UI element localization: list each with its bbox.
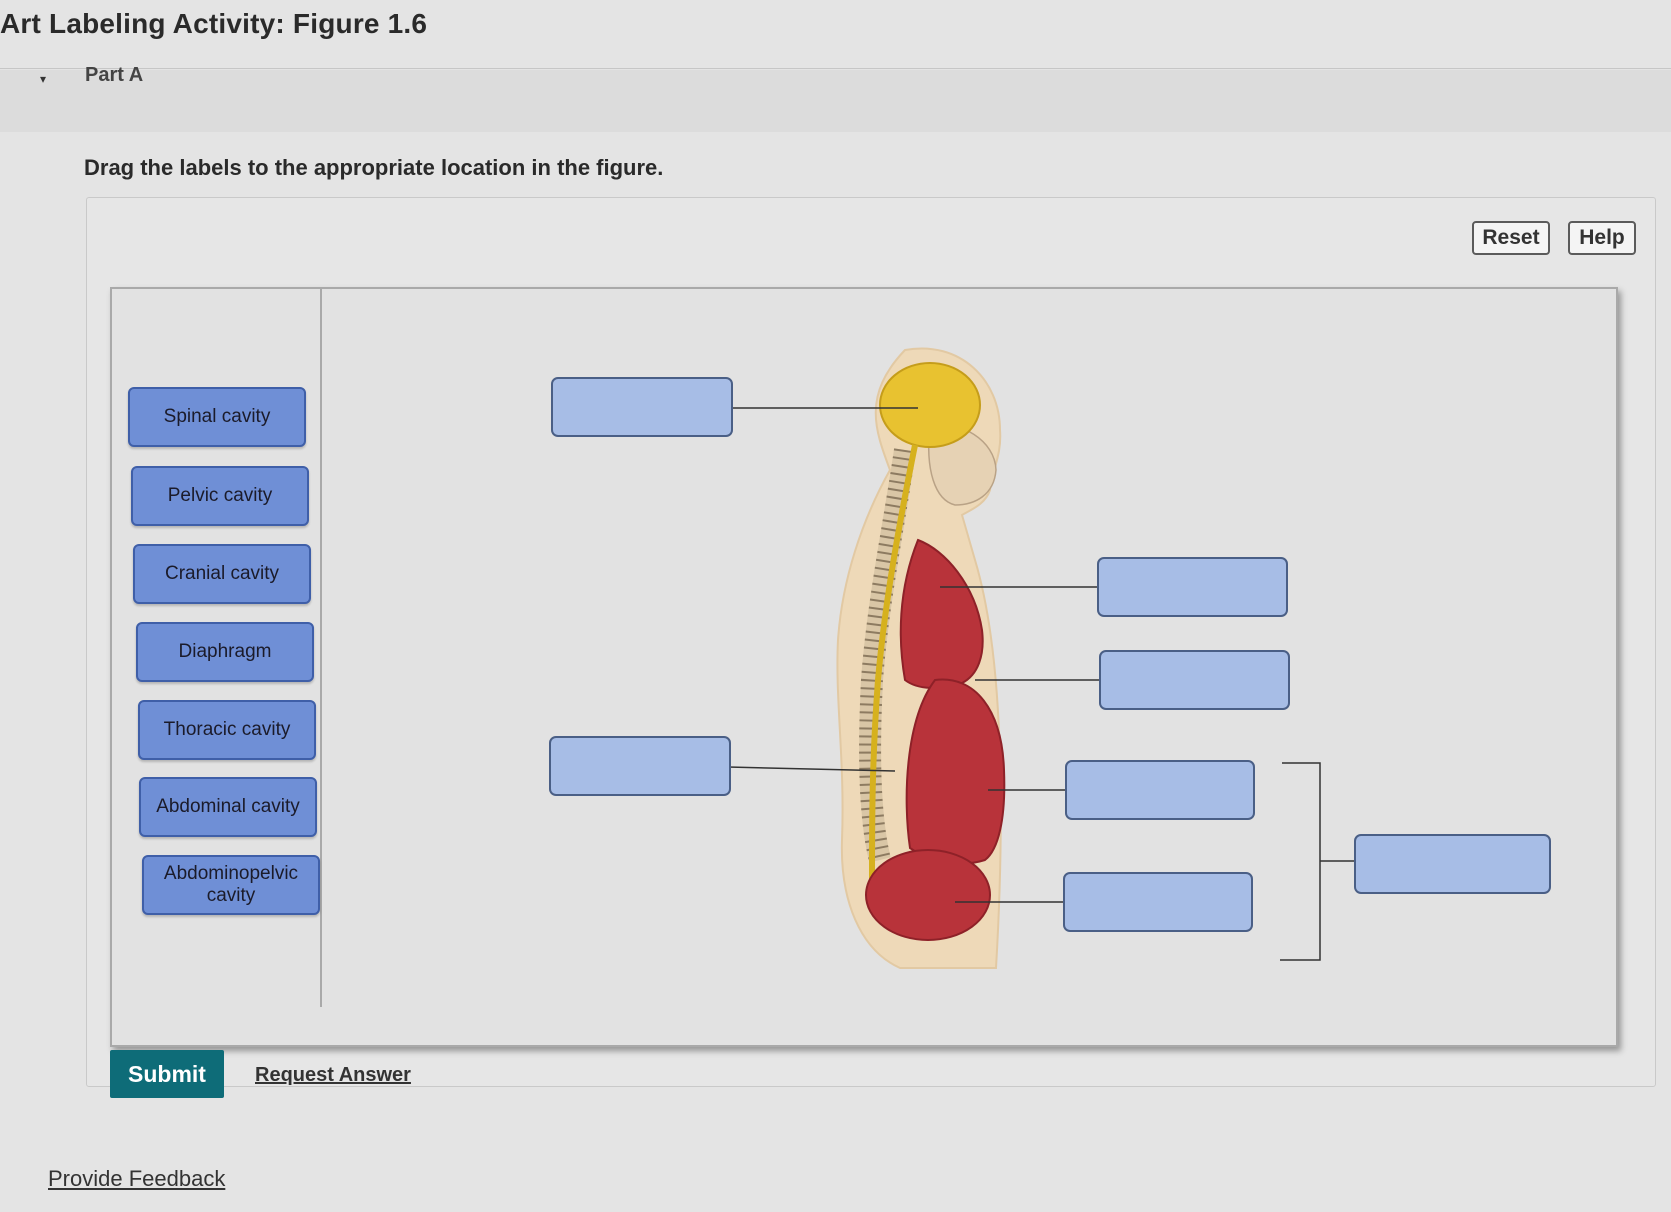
drop-target-abdominopelvic[interactable] — [1354, 834, 1551, 894]
label-diaphragm[interactable]: Diaphragm — [136, 622, 314, 682]
help-button[interactable]: Help — [1568, 221, 1636, 255]
drop-target-spinal[interactable] — [549, 736, 731, 796]
label-thoracic-cavity[interactable]: Thoracic cavity — [138, 700, 316, 760]
label-abdominopelvic-cavity[interactable]: Abdominopelvic cavity — [142, 855, 320, 915]
label-abdominal-cavity[interactable]: Abdominal cavity — [139, 777, 317, 837]
brain-shape — [879, 362, 981, 448]
vertebral-ticks — [859, 448, 916, 863]
drop-target-diaphragm[interactable] — [1099, 650, 1290, 710]
provide-feedback-link[interactable]: Provide Feedback — [48, 1166, 226, 1191]
abdominal-organ-shape — [905, 678, 1006, 865]
label-pelvic-cavity[interactable]: Pelvic cavity — [131, 466, 309, 526]
label-cranial-cavity[interactable]: Cranial cavity — [133, 544, 311, 604]
drop-target-abdominal[interactable] — [1065, 760, 1255, 820]
pelvic-organ-shape — [865, 849, 991, 941]
part-a-heading[interactable]: Part A — [85, 64, 144, 86]
request-answer-link[interactable]: Request Answer — [255, 1064, 411, 1086]
drop-target-thoracic[interactable] — [1097, 557, 1288, 617]
spinal-cord — [869, 444, 918, 881]
collapse-arrow-icon[interactable]: ▾ — [40, 72, 47, 86]
instructions-text: Drag the labels to the appropriate locat… — [84, 155, 664, 180]
abdominopelvic-bracket — [1280, 762, 1321, 961]
label-spinal-cavity[interactable]: Spinal cavity — [128, 387, 306, 447]
drop-target-pelvic[interactable] — [1063, 872, 1253, 932]
leader-line-middle-left — [727, 766, 896, 772]
submit-button[interactable]: Submit — [110, 1050, 224, 1098]
title-divider — [0, 68, 1671, 69]
page-title: Art Labeling Activity: Figure 1.6 — [0, 8, 428, 39]
reset-button[interactable]: Reset — [1472, 221, 1550, 255]
label-bank — [110, 287, 322, 1007]
part-header-band — [0, 70, 1671, 132]
drop-target-cranial[interactable] — [551, 377, 733, 437]
